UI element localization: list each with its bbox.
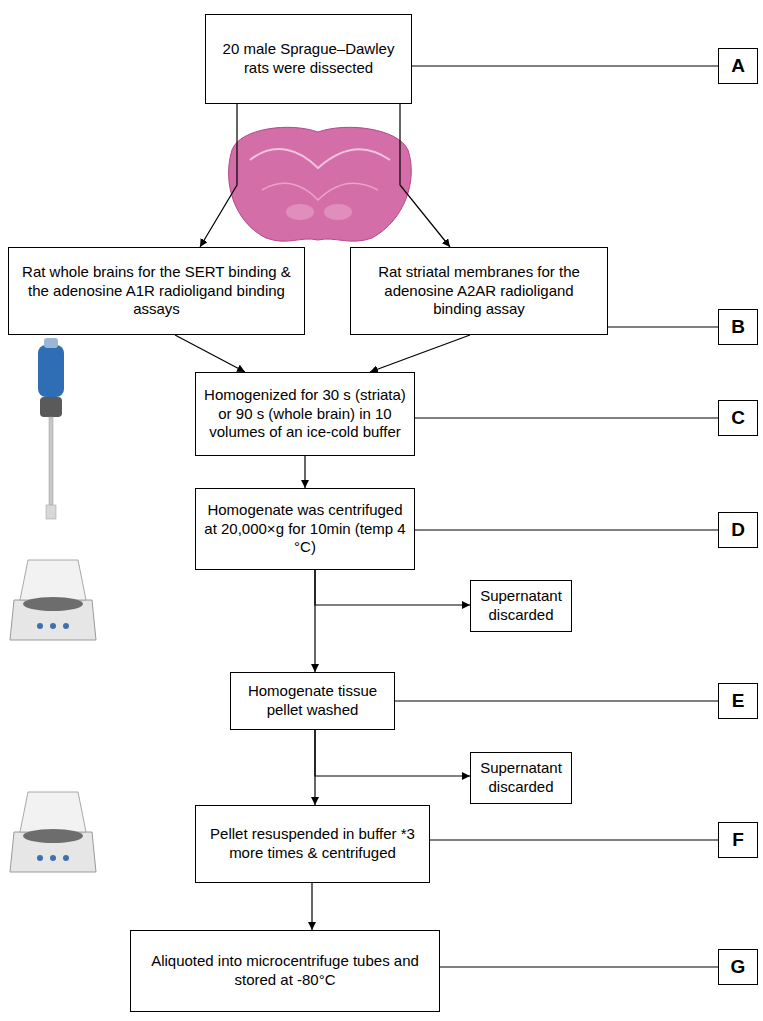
process-box: Rat whole brains for the SERT binding & … <box>8 247 305 335</box>
step-letter: E <box>732 689 745 713</box>
step-letter-box: G <box>718 949 758 985</box>
step-letter-box: B <box>718 309 758 345</box>
leader-line <box>415 417 718 418</box>
step-letter-box: A <box>718 48 758 84</box>
box-text: Homogenate tissue pellet washed <box>239 682 386 720</box>
brain-section <box>229 127 412 241</box>
step-letter: G <box>731 955 746 979</box>
leader-line <box>608 326 718 327</box>
box-text: Homogenate was centrifuged at 20,000×g f… <box>204 501 406 557</box>
flow-arrow <box>314 730 315 805</box>
leader-line <box>395 700 718 701</box>
box-text: Homogenized for 30 s (striata) or 90 s (… <box>204 386 406 442</box>
leader-line <box>430 839 718 840</box>
step-letter: A <box>731 54 745 78</box>
box-text: Supernatant discarded <box>479 759 563 797</box>
step-letter-box: F <box>718 822 758 858</box>
box-text: Supernatant discarded <box>479 587 563 625</box>
step-letter-box: E <box>718 683 758 719</box>
process-box: Rat striatal membranes for the adenosine… <box>350 247 608 335</box>
step-letter: B <box>731 315 745 339</box>
homogenizer-icon <box>38 338 64 519</box>
flow-arrow <box>311 883 312 930</box>
box-text: 20 male Sprague–Dawley rats were dissect… <box>214 40 403 78</box>
box-text: Aliquoted into microcentrifuge tubes and… <box>139 952 431 990</box>
step-letter: D <box>731 518 745 542</box>
flow-arrow <box>370 335 470 372</box>
process-box: Homogenate tissue pellet washed <box>230 672 395 730</box>
flow-arrow <box>400 104 450 247</box>
process-box: Supernatant discarded <box>470 752 572 804</box>
step-letter: C <box>731 406 745 430</box>
flow-arrow <box>315 730 470 776</box>
process-box: Supernatant discarded <box>470 580 572 632</box>
step-letter-box: C <box>718 400 758 436</box>
step-letter-box: D <box>718 512 758 548</box>
centrifuge-icon <box>10 560 96 640</box>
step-letter: F <box>732 828 744 852</box>
process-box: 20 male Sprague–Dawley rats were dissect… <box>205 14 412 104</box>
flow-arrow <box>314 570 315 672</box>
centrifuge-icon <box>10 792 96 872</box>
leader-line <box>412 65 718 66</box>
box-text: Rat whole brains for the SERT binding & … <box>17 263 296 319</box>
process-box: Aliquoted into microcentrifuge tubes and… <box>130 930 440 1012</box>
process-box: Homogenized for 30 s (striata) or 90 s (… <box>195 372 415 456</box>
box-text: Rat striatal membranes for the adenosine… <box>359 263 599 319</box>
process-box: Homogenate was centrifuged at 20,000×g f… <box>195 488 415 570</box>
box-text: Pellet resuspended in buffer *3 more tim… <box>204 825 421 863</box>
flow-arrow <box>315 570 470 605</box>
process-box: Pellet resuspended in buffer *3 more tim… <box>195 805 430 883</box>
flow-arrow <box>200 104 237 247</box>
leader-line <box>415 529 718 530</box>
flow-arrow <box>175 335 245 372</box>
leader-line <box>440 966 718 967</box>
flow-arrow <box>304 456 305 488</box>
